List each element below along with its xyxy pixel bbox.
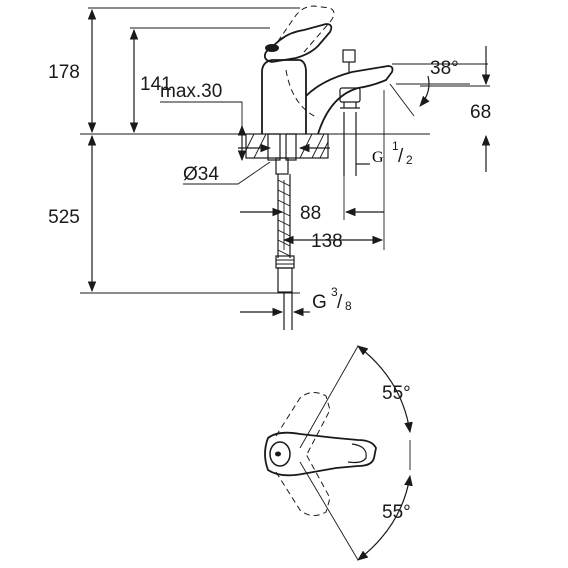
dim-label-525: 525 bbox=[48, 207, 80, 228]
supply-thread-den: 8 bbox=[345, 299, 352, 313]
dim-label-lever-angle-bottom: 55° bbox=[382, 502, 411, 523]
dim-label-deck-thickness: max.30 bbox=[160, 81, 222, 102]
outlet-thread-den: 2 bbox=[406, 153, 413, 167]
faucet-lever bbox=[263, 23, 333, 63]
angle-ray-top bbox=[299, 345, 359, 449]
diverter-knob bbox=[342, 49, 356, 63]
lever-raised-position bbox=[271, 5, 335, 53]
hole-diameter-leader bbox=[183, 161, 271, 185]
side-view: 178 141 max.30 525 Ø34 bbox=[48, 5, 491, 330]
lever-swing-arc bbox=[285, 69, 319, 119]
supply-thread-num: 3 bbox=[331, 285, 338, 299]
supply-thread-g: G bbox=[312, 292, 327, 313]
dim-label-outlet-thread: G bbox=[372, 149, 384, 166]
dim-label-hole-diameter: Ø34 bbox=[183, 164, 219, 185]
supply-hoses bbox=[267, 133, 297, 330]
lever-hub-dot bbox=[275, 451, 281, 457]
faucet-body bbox=[261, 49, 394, 135]
outlet-aerator bbox=[339, 87, 361, 103]
angle-38-arc bbox=[419, 75, 430, 107]
deck-section bbox=[245, 133, 329, 159]
dim-label-178: 178 bbox=[48, 62, 80, 83]
dim-label-distance-outlet: 88 bbox=[300, 203, 321, 224]
angle-ray-bottom bbox=[299, 461, 359, 561]
dim-label-outlet-angle: 38° bbox=[430, 58, 459, 79]
outlet-thread-g: G bbox=[372, 149, 384, 166]
angle-ref-line bbox=[389, 83, 415, 117]
lever-rotated-right-outline bbox=[275, 453, 331, 516]
deck-thickness-leader bbox=[160, 101, 243, 126]
outlet-thread-slash: / bbox=[398, 146, 404, 167]
dim-label-lever-angle-top: 55° bbox=[382, 383, 411, 404]
angle-arc-bottom bbox=[357, 474, 413, 561]
lever-top-view bbox=[264, 431, 377, 477]
lever-cap bbox=[265, 44, 279, 52]
dim-label-outlet-height: 68 bbox=[470, 102, 491, 123]
supply-thread-slash: / bbox=[337, 292, 343, 313]
lever-rotated-left-outline bbox=[275, 392, 331, 457]
lever-tip-outline bbox=[347, 443, 367, 464]
dim-label-141: 141 bbox=[140, 74, 172, 95]
outlet-thread-num: 1 bbox=[392, 139, 399, 153]
angle-arc-top bbox=[357, 345, 413, 434]
dim-label-projection: 138 bbox=[311, 231, 343, 252]
top-view: 55° 55° bbox=[264, 345, 413, 561]
